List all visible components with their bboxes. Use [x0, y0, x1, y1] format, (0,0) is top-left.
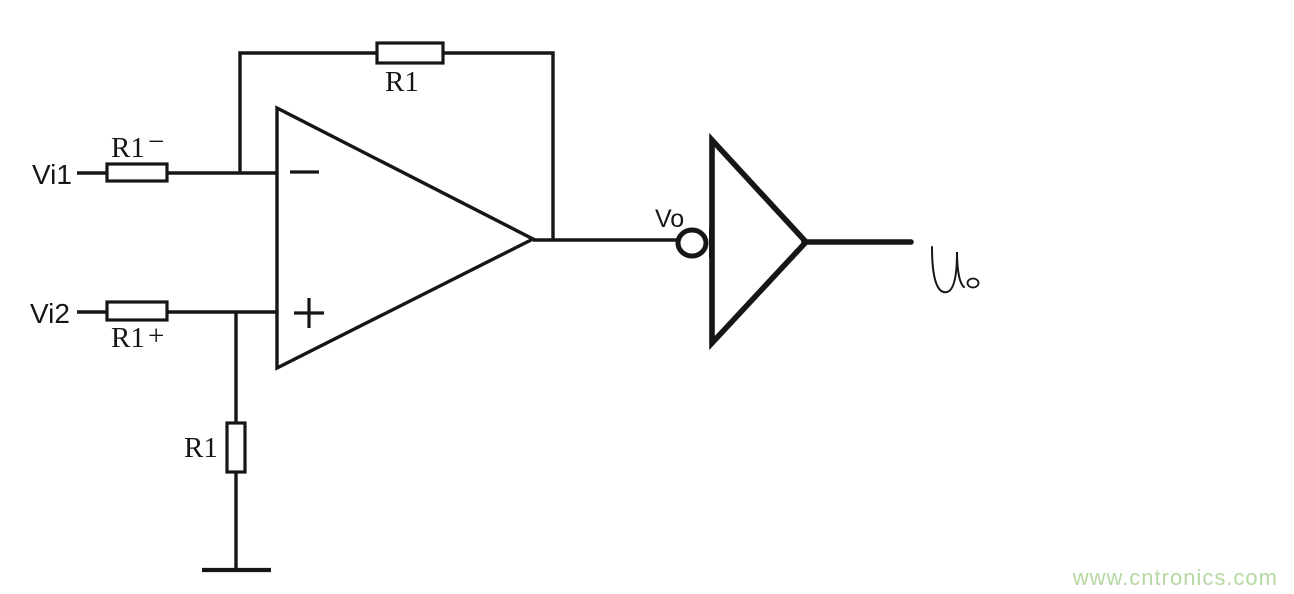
label-resistor-noninverting: R1 — [111, 322, 145, 354]
label-input2: Vi2 — [30, 298, 70, 329]
resistor-ground-body — [225, 421, 247, 474]
opamp-triangle — [275, 105, 537, 371]
label-resistor-inverting-sign: − — [148, 126, 164, 158]
opamp-noninverting-symbol — [294, 298, 324, 328]
handwritten-u-stroke — [931, 246, 965, 294]
label-resistor-noninverting-sign: + — [148, 320, 164, 352]
label-resistor-feedback: R1 — [385, 66, 419, 98]
label-input1: Vi1 — [32, 159, 72, 190]
buffer-triangle — [709, 132, 810, 351]
resistor-feedback-body — [375, 41, 445, 65]
label-output-node: Vo — [655, 205, 684, 233]
resistor-noninverting-body — [105, 300, 169, 322]
resistor-inverting-body — [105, 162, 169, 183]
label-resistor-ground: R1 — [184, 432, 218, 464]
handwritten-o-subscript — [966, 277, 980, 289]
label-resistor-inverting: R1 — [111, 132, 145, 164]
watermark-text: www.cntronics.com — [1072, 565, 1278, 590]
handwritten-uo-label — [931, 246, 980, 294]
output-node-bubble — [675, 227, 709, 259]
